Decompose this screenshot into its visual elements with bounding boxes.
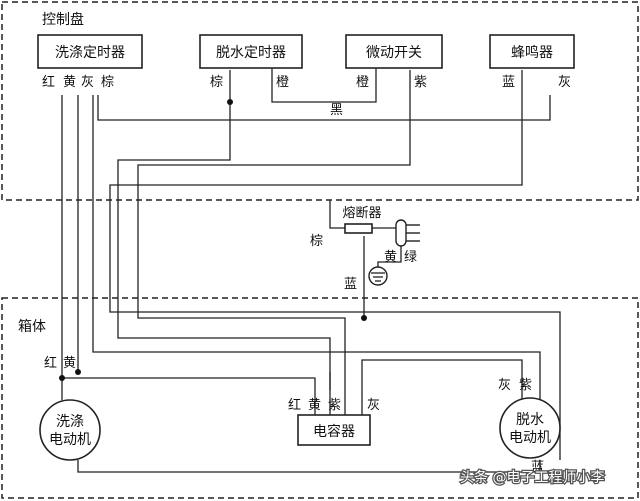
- wire-label: 红: [42, 74, 55, 90]
- wire-label: 红: [44, 355, 57, 371]
- wire-cap-red: [62, 377, 316, 390]
- junction-dot: [75, 369, 81, 375]
- svg-text:电动机: 电动机: [49, 432, 91, 448]
- wire-label: 紫: [328, 398, 341, 413]
- wire-orange: [271, 68, 377, 103]
- wire-brown-to-fuse: [329, 200, 345, 229]
- buzzer: 蜂鸣器: [489, 34, 575, 69]
- wire-label: 棕: [310, 234, 323, 249]
- wire-label: 蓝: [531, 460, 544, 475]
- capacitor-leads: [314, 390, 363, 415]
- power-plug-icon: [395, 219, 420, 258]
- wire-label: 黄: [308, 398, 321, 413]
- watermark: 头条 @电子工程师小李: [460, 469, 604, 486]
- wash-timer: 洗涤定时器: [37, 34, 143, 69]
- wire-label: 灰: [81, 75, 94, 90]
- svg-text:蜂鸣器: 蜂鸣器: [511, 44, 553, 61]
- wire-label: 棕: [101, 75, 114, 90]
- wire-label: 紫: [414, 75, 427, 90]
- wire-label: 黄: [384, 250, 397, 265]
- wire-label: 绿: [404, 250, 417, 265]
- svg-text:微动开关: 微动开关: [366, 45, 422, 61]
- wire-label: 棕: [210, 75, 223, 90]
- svg-text:脱水定时器: 脱水定时器: [216, 45, 286, 61]
- cabinet-boundary: [1, 297, 639, 499]
- wire-label: 橙: [356, 75, 369, 90]
- wire-brown-black-buzzer: [97, 95, 551, 121]
- wire-label: 黑: [330, 103, 343, 118]
- wire-label: 灰: [367, 398, 380, 413]
- svg-text:电动机: 电动机: [509, 430, 551, 446]
- svg-text:洗涤: 洗涤: [56, 414, 84, 430]
- wire-labels: 红 黄 灰 棕 棕 橙 橙 紫 蓝 灰 黑 棕 黄 绿 蓝 红 黄 红 黄 紫 …: [42, 74, 571, 475]
- control-panel-title: 控制盘: [42, 11, 84, 28]
- junction-dot: [59, 375, 65, 381]
- wire-label: 灰: [558, 75, 571, 90]
- micro-switch: 微动开关: [345, 34, 443, 69]
- wire-cap-gray-spin: [361, 359, 523, 405]
- wire-label: 红: [288, 397, 301, 413]
- svg-text:洗涤定时器: 洗涤定时器: [55, 45, 125, 61]
- spin-timer: 脱水定时器: [199, 34, 303, 69]
- wire-bottom-return: [77, 460, 541, 473]
- wire-label: 黄: [63, 75, 76, 90]
- junction-dot: [361, 315, 367, 321]
- wire-label: 橙: [276, 75, 289, 90]
- svg-text:脱水: 脱水: [516, 412, 544, 428]
- wire-label: 灰: [498, 378, 511, 393]
- ground-icon: [368, 258, 402, 286]
- wire-label: 紫: [519, 378, 532, 393]
- wire-blue-buzzer: [109, 70, 561, 460]
- wire-label: 蓝: [344, 277, 357, 292]
- svg-text:电容器: 电容器: [313, 423, 355, 440]
- capacitor: 电容器: [297, 414, 371, 446]
- junction-dot: [227, 99, 233, 105]
- wire-purple-capacitor: [137, 70, 411, 390]
- wire-label: 黄: [63, 356, 76, 371]
- cabinet-title: 箱体: [18, 319, 46, 335]
- wire-gray-spin-motor: [92, 95, 541, 405]
- wire-label: 蓝: [502, 75, 515, 90]
- fuse: 熔断器: [342, 206, 382, 234]
- spin-motor: 脱水 电动机: [499, 397, 561, 459]
- svg-text:熔断器: 熔断器: [342, 206, 381, 221]
- control-panel-boundary: [1, 1, 639, 201]
- wire-spin-brown-capacitor: [117, 70, 331, 390]
- wash-motor: 洗涤 电动机: [39, 399, 101, 461]
